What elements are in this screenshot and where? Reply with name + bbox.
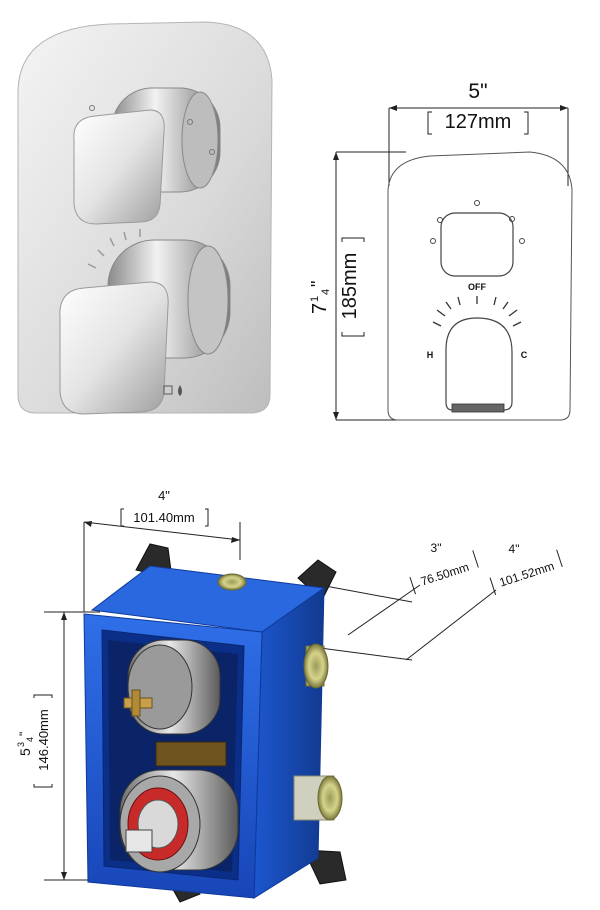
side-port-lower xyxy=(293,775,343,821)
mixer-cartridge xyxy=(119,769,239,873)
trim-height-imperial-num: 1 xyxy=(309,296,321,302)
rough-in-box-view: 4" 101.40mm 3" 76.50mm 4" 101.52mm 5 3 4… xyxy=(16,488,563,903)
mixer-spindle xyxy=(125,829,153,853)
box-depth-total-dimension-line xyxy=(405,589,497,661)
trim-width-imperial: 5" xyxy=(468,80,487,103)
box-height-imperial-mark: " xyxy=(17,732,31,736)
box-height-imperial-whole: 5 xyxy=(17,748,33,756)
mixer-outline xyxy=(445,317,513,411)
trim-plate-outline xyxy=(387,151,573,421)
trim-height-imperial-mark: " xyxy=(308,281,328,287)
brass-fitting xyxy=(155,741,227,767)
trim-front-view: 5" 127mm 7 1 4 " 185mm OFF xyxy=(308,80,573,421)
temperature-scale xyxy=(432,296,522,327)
box-height-imperial-den: 4 xyxy=(25,737,35,742)
mixer-lever xyxy=(59,281,169,415)
diverter-handle xyxy=(73,87,221,225)
box-side-face xyxy=(253,587,325,899)
label-off: OFF xyxy=(468,282,486,292)
trim-height-imperial-whole: 7 xyxy=(309,303,331,314)
trim-height-metric: 185mm xyxy=(339,253,361,320)
mixer-handle xyxy=(59,239,231,415)
label-hot: H xyxy=(427,350,434,360)
top-port xyxy=(217,573,247,591)
box-depth-total-imperial: 4" xyxy=(509,542,520,556)
box-depth-front-dimension-line xyxy=(347,584,421,636)
label-cold: C xyxy=(521,350,528,360)
box-height-imperial-num: 3 xyxy=(16,742,26,747)
trim-height-imperial-den: 4 xyxy=(320,289,332,295)
box-depth-total-metric: 101.52mm xyxy=(498,559,556,590)
diverter-outline xyxy=(440,212,514,277)
box-height-metric: 146.40mm xyxy=(36,709,51,770)
box-width-imperial: 4" xyxy=(158,488,170,503)
trim-width-metric: 127mm xyxy=(445,111,512,133)
diverter-lever xyxy=(73,109,165,225)
box-depth-front-imperial: 3" xyxy=(431,541,442,555)
box-depth-front-metric: 76.50mm xyxy=(419,560,471,589)
diverter-position-dots xyxy=(430,200,525,244)
box-width-dimension-line xyxy=(83,521,241,541)
mixer-lever-tip xyxy=(451,403,505,413)
trim-plate-render xyxy=(17,21,273,415)
diverter-cartridge xyxy=(123,639,221,735)
box-width-metric: 101.40mm xyxy=(133,510,194,525)
temperature-scale-render xyxy=(87,229,141,269)
trim-logo-icons xyxy=(163,385,182,396)
side-port-upper xyxy=(303,643,329,689)
